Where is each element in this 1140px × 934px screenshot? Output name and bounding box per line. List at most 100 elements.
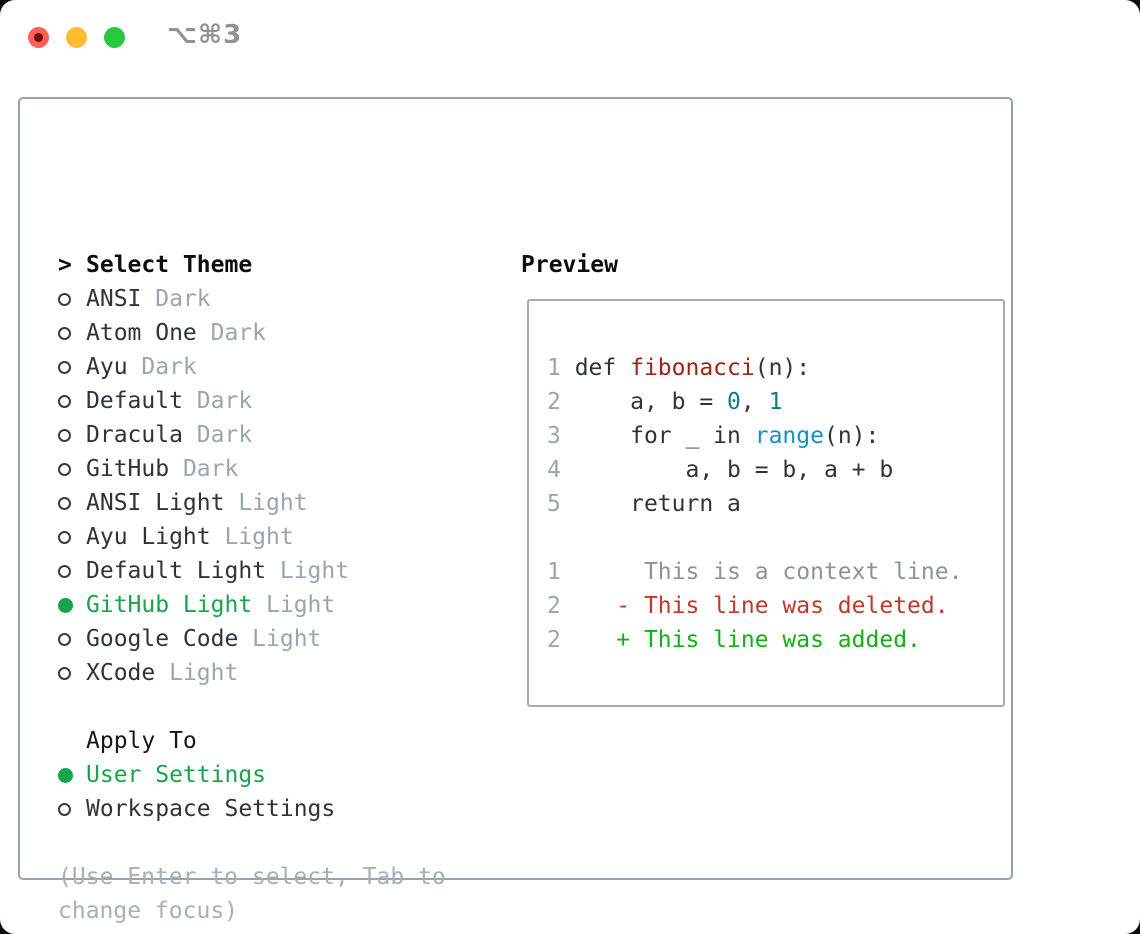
- spacer: [58, 690, 446, 724]
- theme-item[interactable]: XCode Light: [58, 656, 446, 690]
- theme-item-label: XCode: [86, 660, 156, 686]
- radio-unselected-icon: [58, 496, 71, 510]
- theme-variant-tag: Dark: [141, 354, 197, 380]
- radio-selected-icon: [58, 597, 73, 613]
- apply-to-option[interactable]: Workspace Settings: [58, 792, 446, 826]
- titlebar: ⌥⌘3: [0, 0, 1140, 70]
- line-number: 2: [547, 593, 575, 619]
- hint-line-2: change focus): [58, 898, 239, 924]
- minimize-button[interactable]: [66, 27, 87, 48]
- code-line: 2 a, b = 0, 1: [547, 385, 1003, 419]
- theme-variant-tag: Light: [238, 490, 308, 516]
- code-segment: + This line was added.: [574, 627, 921, 653]
- code-segment: def: [574, 355, 631, 381]
- menu-title: Select Theme: [86, 252, 253, 278]
- theme-item-label: Default: [86, 388, 183, 414]
- theme-item-label: GitHub Light: [86, 592, 253, 618]
- theme-item-label: ANSI: [86, 286, 142, 312]
- radio-unselected-icon: [58, 802, 71, 816]
- code-segment: a, b =: [574, 389, 728, 415]
- prompt-caret-icon: >: [58, 252, 72, 278]
- diff-line: 2 + This line was added.: [547, 623, 1003, 657]
- theme-item[interactable]: Atom One Dark: [58, 316, 446, 350]
- radio-unselected-icon: [58, 666, 71, 680]
- line-number: 5: [547, 491, 575, 517]
- diff-line: 1 This is a context line.: [547, 555, 1003, 589]
- theme-item-label: ANSI Light: [86, 490, 225, 516]
- code-segment: This is a context line.: [574, 559, 963, 585]
- theme-variant-tag: Light: [169, 660, 239, 686]
- theme-item-label: GitHub: [86, 456, 170, 482]
- theme-variant-tag: Dark: [196, 388, 253, 414]
- code-segment: (n):: [823, 423, 880, 449]
- code-line: 4 a, b = b, a + b: [547, 453, 1003, 487]
- radio-unselected-icon: [58, 462, 71, 476]
- theme-variant-tag: Light: [224, 524, 294, 550]
- maximize-button[interactable]: [104, 27, 125, 48]
- theme-item[interactable]: Ayu Dark: [58, 350, 446, 384]
- code-segment: (n):: [754, 355, 811, 381]
- theme-item-label: Google Code: [86, 626, 239, 652]
- diff-line: 2 - This line was deleted.: [547, 589, 1003, 623]
- radio-unselected-icon: [58, 292, 71, 306]
- apply-to-title: Apply To: [86, 728, 197, 754]
- diff-preview: 1 This is a context line.2 - This line w…: [547, 555, 1003, 657]
- theme-item[interactable]: Default Dark: [58, 384, 446, 418]
- apply-to-option[interactable]: User Settings: [58, 758, 446, 792]
- theme-item[interactable]: Dracula Dark: [58, 418, 446, 452]
- code-segment: a, b = b, a + b: [574, 457, 894, 483]
- theme-item[interactable]: Ayu Light Light: [58, 520, 446, 554]
- theme-variant-tag: Light: [266, 592, 336, 618]
- theme-variant-tag: Light: [252, 626, 322, 652]
- theme-item[interactable]: GitHub Dark: [58, 452, 446, 486]
- theme-item-label: Ayu: [86, 354, 128, 380]
- code-segment: 0: [727, 389, 741, 415]
- line-number: 4: [547, 457, 575, 483]
- apply-to-header: Apply To: [58, 724, 446, 758]
- code-segment: fibonacci: [630, 355, 755, 381]
- theme-variant-tag: Dark: [196, 422, 253, 448]
- code-segment: 1: [768, 389, 783, 415]
- theme-item-label: Ayu Light: [86, 524, 211, 550]
- code-line: 3 for _ in range(n):: [547, 419, 1003, 453]
- line-number: 1: [547, 559, 575, 585]
- theme-item-label: Dracula: [86, 422, 183, 448]
- theme-item[interactable]: Google Code Light: [58, 622, 446, 656]
- close-button-dot-icon: [34, 33, 43, 42]
- theme-item[interactable]: ANSI Light Light: [58, 486, 446, 520]
- theme-variant-tag: Dark: [155, 286, 211, 312]
- code-line: 1 def fibonacci(n):: [547, 351, 1003, 385]
- apply-to-option-label: Workspace Settings: [86, 796, 336, 822]
- radio-unselected-icon: [58, 326, 71, 340]
- theme-item-label: Default Light: [86, 558, 267, 584]
- close-button[interactable]: [28, 27, 49, 48]
- code-segment: for _ in: [574, 423, 755, 449]
- theme-variant-tag: Dark: [182, 456, 239, 482]
- code-segment: ,: [740, 389, 769, 415]
- theme-item[interactable]: ANSI Dark: [58, 282, 446, 316]
- code-segment: return a: [574, 491, 741, 517]
- select-theme-header: > Select Theme: [58, 248, 446, 282]
- radio-unselected-icon: [58, 530, 71, 544]
- theme-item-label: Atom One: [86, 320, 197, 346]
- line-number: 2: [547, 389, 575, 415]
- window-shortcut-label: ⌥⌘3: [167, 20, 243, 50]
- code-line: 5 return a: [547, 487, 1003, 521]
- radio-unselected-icon: [58, 632, 71, 646]
- radio-unselected-icon: [58, 360, 71, 374]
- line-number: 2: [547, 627, 575, 653]
- theme-item[interactable]: GitHub Light Light: [58, 588, 446, 622]
- radio-unselected-icon: [58, 564, 71, 578]
- line-number: 3: [547, 423, 575, 449]
- code-segment: - This line was deleted.: [574, 593, 949, 619]
- spacer: [58, 826, 446, 860]
- theme-variant-tag: Dark: [210, 320, 267, 346]
